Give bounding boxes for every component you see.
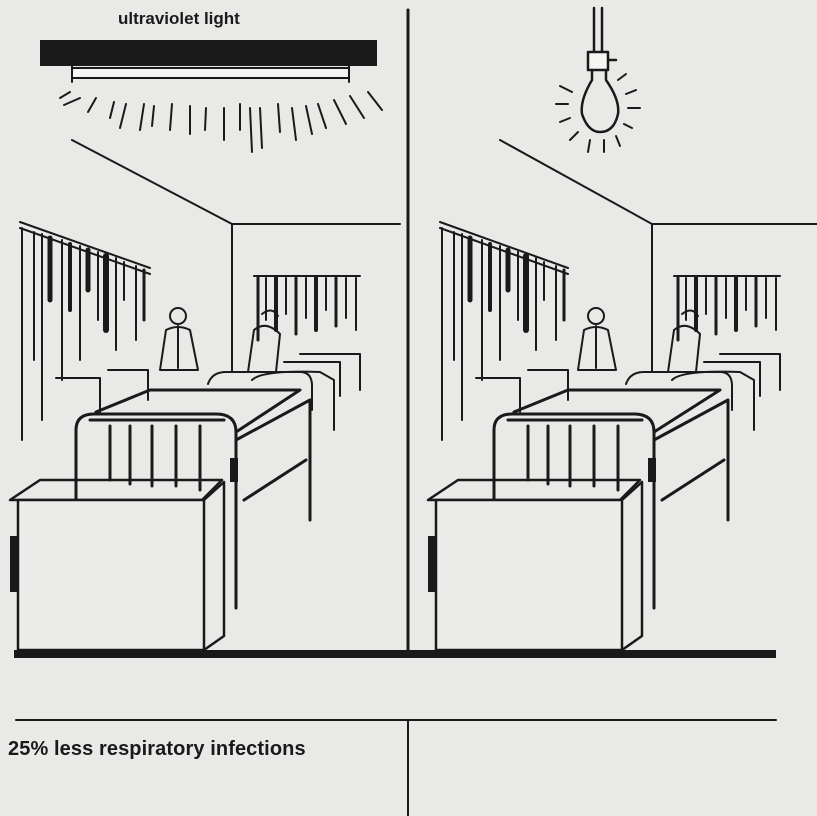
floor-line	[14, 650, 776, 658]
bedside-cabinet	[10, 480, 224, 650]
left-curtains-right	[440, 222, 568, 440]
bulb-rays	[556, 74, 640, 152]
uv-rays	[60, 92, 382, 152]
left-panel	[10, 40, 400, 650]
back-curtains	[254, 276, 360, 340]
back-curtains-right	[674, 276, 780, 340]
lamp-label: ultraviolet light	[118, 9, 240, 29]
room-walls-right	[500, 140, 817, 372]
room-walls	[72, 140, 400, 372]
right-panel	[428, 8, 817, 650]
person-figure-right	[578, 308, 616, 370]
bedside-cabinet-right	[428, 480, 642, 650]
light-bulb-icon	[582, 8, 619, 132]
person-figure	[160, 308, 198, 370]
left-curtains	[20, 222, 150, 440]
result-text-left: 25% less respiratory infections	[8, 738, 306, 761]
fluorescent-tube-icon	[40, 40, 377, 82]
